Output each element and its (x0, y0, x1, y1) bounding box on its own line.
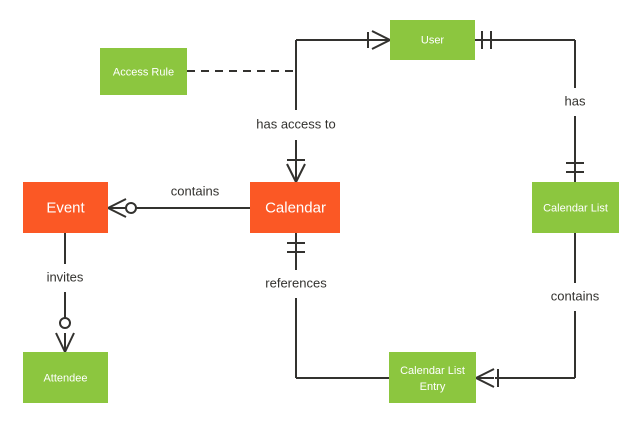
entity-calendar-label: Calendar (265, 199, 326, 216)
entity-calendar-list[interactable]: Calendar List (532, 182, 619, 233)
entity-event-label: Event (46, 199, 85, 216)
entity-event[interactable]: Event (23, 182, 108, 233)
entity-attendee-box[interactable] (23, 352, 108, 403)
cardinality-calendar-one-and-only-one-bottom (287, 242, 305, 253)
cardinality-listentry-many-one (475, 368, 499, 388)
entity-calendar-box[interactable] (250, 182, 340, 233)
crow-prong-upper (107, 198, 127, 209)
zero-circle (125, 202, 137, 214)
relationship-label-contains-calendar-event: contains (171, 183, 220, 198)
entity-access-rule-box[interactable] (100, 48, 187, 95)
cardinality-event-zero-or-many (107, 198, 137, 218)
cardinality-calendarlist-one-and-only-one (566, 162, 584, 173)
entity-attendee-label: Attendee (43, 372, 87, 384)
entity-calendar-list-entry[interactable]: Calendar List Entry (389, 352, 476, 403)
connector-calendarlist-listentry (495, 233, 576, 379)
entity-user[interactable]: User (390, 20, 475, 60)
connector-user-calendarlist (475, 39, 576, 182)
crow-prong-upper (371, 30, 391, 41)
relationship-label-has: has (565, 93, 586, 108)
crow-prong-lower (371, 39, 391, 50)
relationship-label-references: references (265, 275, 327, 290)
crow-prong-lower (475, 377, 495, 388)
entity-event-box[interactable] (23, 182, 108, 233)
crow-prong-right (295, 163, 306, 183)
entity-attendee[interactable]: Attendee (23, 352, 108, 403)
entity-access-rule[interactable]: Access Rule (100, 48, 187, 95)
entity-calendar[interactable]: Calendar (250, 182, 340, 233)
entity-calendar-list-label: Calendar List (543, 202, 608, 214)
connector-calendar-listentry (295, 233, 389, 379)
cardinality-attendee-zero-or-many (55, 317, 75, 353)
cardinality-user-one-and-only-one (481, 31, 492, 49)
entity-calendar-list-entry-label-line1: Calendar List (400, 365, 465, 377)
entity-calendar-list-box[interactable] (532, 182, 619, 233)
connector-user-calendar (295, 39, 390, 182)
crow-prong-lower (107, 207, 127, 218)
crow-prong-left (286, 163, 297, 183)
relationship-label-has-access-to: has access to (256, 116, 336, 131)
crow-prong-upper (475, 368, 495, 379)
crow-prong-left (55, 332, 66, 353)
entity-calendar-list-entry-box[interactable] (389, 352, 476, 403)
relationship-label-invites: invites (47, 269, 84, 284)
zero-circle (59, 317, 71, 329)
entity-user-box[interactable] (390, 20, 475, 60)
entity-access-rule-label: Access Rule (113, 66, 174, 78)
cardinality-user-many (367, 30, 391, 50)
cardinality-calendar-many-top (286, 159, 306, 183)
entity-user-label: User (421, 34, 445, 46)
crow-prong-right (64, 332, 75, 353)
relationship-label-contains-list-entry: contains (551, 288, 600, 303)
entity-calendar-list-entry-label-line2: Entry (420, 381, 446, 393)
